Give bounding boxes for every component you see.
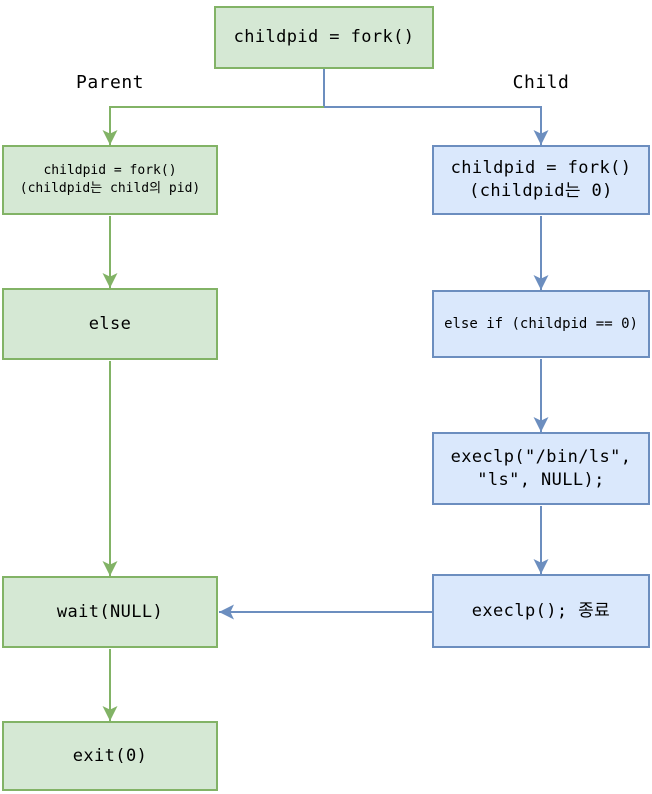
node-execlp-line1: execlp("/bin/ls",: [450, 446, 632, 467]
node-root-fork: childpid = fork(): [214, 6, 434, 69]
node-root-fork-text: childpid = fork(): [233, 27, 415, 48]
node-execlp-exit-text: execlp(); 종료: [471, 600, 611, 621]
node-else-if-text: else if (childpid == 0): [444, 315, 638, 332]
label-parent-branch: Parent: [75, 72, 145, 93]
node-parent-fork: childpid = fork() (childpid는 child의 pid): [2, 145, 218, 215]
node-parent-fork-line2: (childpid는 child의 pid): [19, 181, 201, 196]
node-wait: wait(NULL): [2, 576, 218, 648]
node-exit-text: exit(0): [72, 745, 148, 766]
node-child-fork-line1: childpid = fork(): [450, 158, 632, 179]
node-execlp-exit: execlp(); 종료: [432, 574, 650, 648]
node-execlp: execlp("/bin/ls", "ls", NULL);: [432, 432, 650, 505]
node-else-if: else if (childpid == 0): [432, 290, 650, 358]
node-child-fork-line2: (childpid는 0): [469, 181, 613, 201]
edge-root-to-child: [323, 69, 549, 145]
node-execlp-line2: "ls", NULL);: [477, 469, 605, 490]
node-else: else: [2, 288, 218, 360]
node-parent-fork-line1: childpid = fork(): [43, 163, 177, 179]
node-wait-text: wait(NULL): [56, 601, 164, 622]
node-else-text: else: [88, 313, 132, 334]
label-child-branch: Child: [512, 72, 570, 93]
node-exit: exit(0): [2, 721, 218, 791]
node-child-fork: childpid = fork() (childpid는 0): [432, 145, 650, 215]
edge-root-to-parent: [102, 106, 324, 145]
